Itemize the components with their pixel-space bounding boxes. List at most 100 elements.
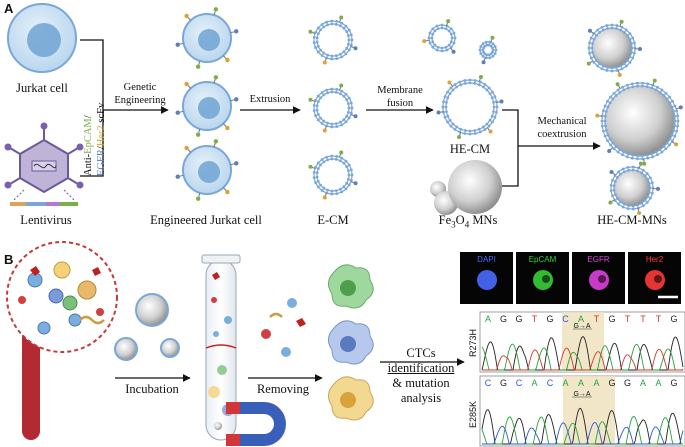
- mech-label-2: coextrusion: [537, 129, 587, 140]
- base-letter: T: [655, 314, 662, 324]
- blood-sample-circle: [6, 241, 118, 353]
- base-letter: T: [531, 314, 538, 324]
- incubation-label: Incubation: [125, 382, 179, 396]
- fluorescence-panels: [460, 252, 681, 304]
- base-letter: G: [623, 378, 632, 388]
- ecm-label: E-CM: [317, 213, 349, 227]
- panel-b-label: B: [4, 252, 14, 267]
- scfv-slash: /: [96, 146, 107, 150]
- bracket-connector: [80, 39, 169, 177]
- he-cm-mns-label: HE-CM-MNs: [597, 213, 667, 227]
- removing-label: Removing: [256, 382, 310, 396]
- base-letter: A: [577, 314, 585, 324]
- fe3o4-mns: MNs: [469, 213, 498, 227]
- small-vesicle: [422, 19, 457, 54]
- base-letter: A: [593, 378, 600, 388]
- fluor-label-egfr: EGFR: [587, 255, 610, 264]
- fe3o4-label: Fe3O4 MNs: [439, 214, 498, 230]
- engineered-jurkat-cells: [182, 13, 232, 195]
- mutation-e285k-label: E285K: [468, 400, 478, 428]
- separation-tube-icon: [201, 254, 241, 441]
- hecm-vesicle: [436, 74, 504, 140]
- fluor-cell-dapi: [477, 270, 497, 290]
- base-letter: G: [608, 314, 616, 324]
- fluor-label-epcam: EpCAM: [528, 255, 557, 264]
- fe3o4-sub1: 3: [451, 219, 456, 230]
- hecm-label: HE-CM: [449, 142, 491, 156]
- base-letter: A: [655, 378, 662, 388]
- scfv-slash: /: [83, 115, 94, 119]
- base-letter: G: [608, 378, 616, 388]
- scfv-her2: Her2: [96, 125, 107, 147]
- mechanical-coextrusion-arrows: [502, 109, 601, 187]
- chromatogram-e285k: [479, 375, 685, 447]
- base-letter: T: [640, 314, 646, 324]
- base-letter: C: [484, 378, 492, 388]
- incubation-particles: [114, 293, 180, 361]
- he-cm-mn-particle: [608, 161, 660, 215]
- magnet-icon: [226, 402, 286, 446]
- scfv-label-line2: EGFR/Her2 scFv: [96, 102, 108, 176]
- fe3o4-fe: Fe: [438, 213, 452, 227]
- fe3o4-o: O: [455, 213, 465, 227]
- scfv-label: Anti-EpCAM/: [83, 115, 95, 176]
- ecm-vesicle: [308, 15, 358, 65]
- panel-a-label: A: [4, 1, 14, 16]
- scfv-anti: Anti-: [83, 153, 94, 176]
- base-letter: A: [484, 314, 492, 324]
- scfv-epcam: EpCAM: [83, 118, 94, 154]
- membrane-label-2: fusion: [386, 98, 414, 109]
- extrusion-label: Extrusion: [249, 94, 291, 105]
- substitution-1-label: G→A: [573, 323, 591, 330]
- he-cm-mn-particle: [586, 19, 642, 77]
- chromatogram-r273h: [479, 311, 685, 373]
- base-letter: A: [577, 378, 585, 388]
- he-cm-mn-particle: [595, 78, 683, 166]
- base-letter: C: [515, 378, 523, 388]
- genetic-label-2: Engineering: [114, 95, 166, 106]
- mutation-r273h-label: R273H: [468, 328, 478, 357]
- base-letter: G: [515, 314, 523, 324]
- lentivirus-label: Lentivirus: [20, 213, 72, 227]
- substitution-2-label: G→A: [573, 391, 591, 398]
- ctc-label-1: CTCs: [406, 346, 436, 360]
- ecm-vesicles: [308, 15, 358, 200]
- ctc-label-3: & mutation: [392, 376, 450, 390]
- ctc-label-2: identification: [387, 361, 455, 375]
- base-letter: C: [562, 314, 569, 324]
- base-letter: G: [546, 314, 554, 324]
- fluor-label-dapi: DAPI: [477, 255, 496, 264]
- base-letter: G: [670, 378, 678, 388]
- base-letter: G: [499, 314, 508, 324]
- base-letter: G: [670, 314, 678, 324]
- he-cm-mns-particles: [586, 19, 683, 215]
- ecm-vesicle: [308, 83, 358, 133]
- scfv-antennae: [175, 7, 239, 201]
- membrane-label-1: Membrane: [377, 85, 423, 96]
- jurkat-cell-icon: [7, 3, 77, 73]
- base-letter: C: [546, 378, 554, 388]
- base-letter: G: [499, 378, 508, 388]
- genetic-label-1: Genetic: [123, 82, 157, 93]
- small-vesicle: [478, 35, 498, 65]
- base-letter: T: [593, 314, 600, 324]
- engineered-label: Engineered Jurkat cell: [150, 213, 262, 227]
- fluor-label-her2: Her2: [645, 255, 664, 264]
- base-letter: A: [531, 378, 538, 388]
- scfv-suffix: scFv: [96, 102, 107, 126]
- jurkat-cell-label: Jurkat cell: [16, 81, 68, 95]
- fe3o4-sub2: 4: [464, 219, 470, 230]
- ctc-label-4: analysis: [400, 391, 442, 405]
- fe3o4-mns-icon: [430, 160, 502, 215]
- base-letter: A: [562, 378, 569, 388]
- captured-ctcs: [328, 264, 374, 421]
- lentivirus-icon: [4, 122, 84, 201]
- removed-material: [261, 298, 306, 357]
- mech-label-1: Mechanical: [537, 116, 587, 127]
- base-letter: T: [624, 314, 631, 324]
- hecm-vesicles: [422, 19, 504, 140]
- base-letter: A: [639, 378, 647, 388]
- ecm-vesicle: [308, 150, 358, 200]
- scfv-egfr: EGFR: [96, 149, 107, 176]
